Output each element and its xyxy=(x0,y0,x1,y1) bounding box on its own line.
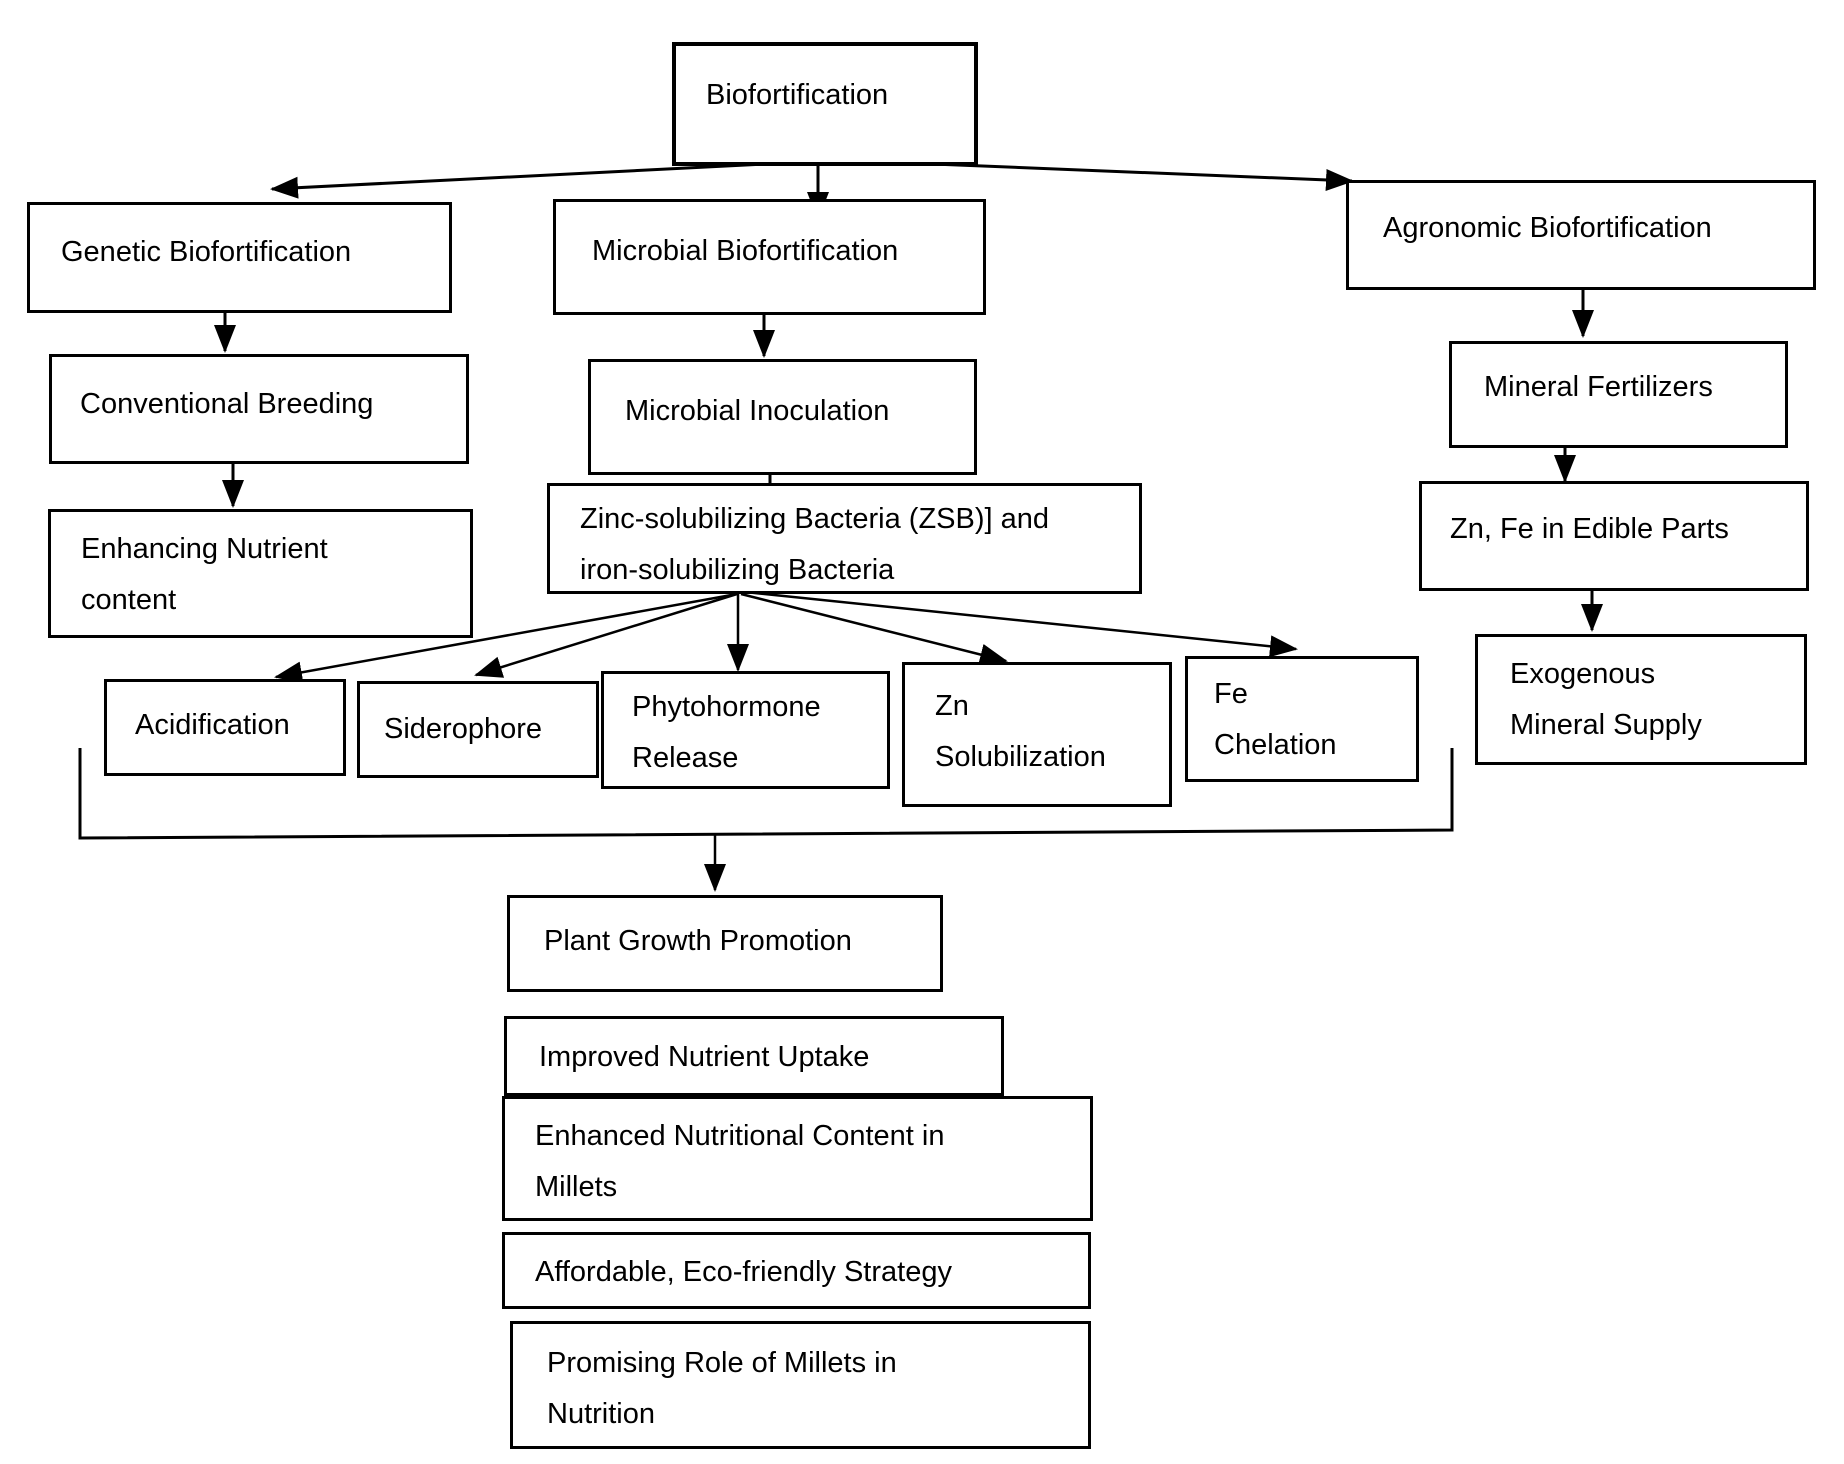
node-enhanced-nutritional-content: Enhanced Nutritional Content in Millets xyxy=(502,1096,1093,1221)
node-acidification: Acidification xyxy=(104,679,346,776)
node-siderophore-label: Siderophore xyxy=(384,713,542,745)
node-affordable-eco-friendly-label: Affordable, Eco-friendly Strategy xyxy=(535,1256,952,1288)
node-fe-chelation: Fe Chelation xyxy=(1185,656,1419,782)
node-genetic-biofortification-label: Genetic Biofortification xyxy=(61,236,352,268)
node-biofortification-label: Biofortification xyxy=(706,79,889,111)
node-zsb-bacteria: Zinc-solubilizing Bacteria (ZSB)] and ir… xyxy=(547,483,1142,594)
arrow-zsb-to-zn-solubilization xyxy=(740,592,1008,666)
node-microbial-biofortification-label: Microbial Biofortification xyxy=(592,235,899,267)
node-mineral-fertilizers: Mineral Fertilizers xyxy=(1449,341,1788,448)
node-enhanced-nutritional-content-label: Enhanced Nutritional Content in Millets xyxy=(535,1120,945,1203)
arrow-zsb-to-siderophore xyxy=(474,592,738,678)
node-microbial-biofortification: Microbial Biofortification xyxy=(553,199,986,315)
node-improved-nutrient-uptake: Improved Nutrient Uptake xyxy=(504,1016,1004,1096)
node-exogenous-mineral-supply: Exogenous Mineral Supply xyxy=(1475,634,1807,765)
node-agronomic-biofortification-label: Agronomic Biofortification xyxy=(1383,212,1712,244)
node-promising-role-millets: Promising Role of Millets in Nutrition xyxy=(510,1321,1091,1449)
node-agronomic-biofortification: Agronomic Biofortification xyxy=(1346,180,1816,290)
node-acidification-label: Acidification xyxy=(135,709,290,741)
node-genetic-biofortification: Genetic Biofortification xyxy=(27,202,452,313)
node-phytohormone-release: Phytohormone Release xyxy=(601,671,890,789)
node-improved-nutrient-uptake-label: Improved Nutrient Uptake xyxy=(539,1041,870,1073)
node-zn-fe-edible-parts-label: Zn, Fe in Edible Parts xyxy=(1450,513,1729,545)
node-conventional-breeding-label: Conventional Breeding xyxy=(80,388,374,420)
node-microbial-inoculation: Microbial Inoculation xyxy=(588,359,977,475)
node-zsb-bacteria-label: Zinc-solubilizing Bacteria (ZSB)] and ir… xyxy=(580,503,1050,586)
node-phytohormone-release-label: Phytohormone Release xyxy=(632,691,821,774)
node-plant-growth-promotion: Plant Growth Promotion xyxy=(507,895,943,992)
node-zn-fe-edible-parts: Zn, Fe in Edible Parts xyxy=(1419,481,1809,591)
node-enhancing-nutrient-content-label: Enhancing Nutrient content xyxy=(81,533,328,616)
node-mineral-fertilizers-label: Mineral Fertilizers xyxy=(1484,371,1713,403)
node-siderophore: Siderophore xyxy=(357,681,599,778)
arrow-biofortification-to-genetic xyxy=(270,160,807,199)
node-enhancing-nutrient-content: Enhancing Nutrient content xyxy=(48,509,473,638)
node-conventional-breeding: Conventional Breeding xyxy=(49,354,469,464)
node-zn-solubilization-label: Zn Solubilization xyxy=(935,690,1106,773)
node-promising-role-millets-label: Promising Role of Millets in Nutrition xyxy=(547,1347,897,1430)
node-plant-growth-promotion-label: Plant Growth Promotion xyxy=(544,925,852,957)
node-fe-chelation-label: Fe Chelation xyxy=(1214,678,1337,761)
node-exogenous-mineral-supply-label: Exogenous Mineral Supply xyxy=(1510,658,1702,741)
node-affordable-eco-friendly: Affordable, Eco-friendly Strategy xyxy=(502,1232,1091,1309)
node-biofortification: Biofortification xyxy=(672,42,978,166)
node-zn-solubilization: Zn Solubilization xyxy=(902,662,1172,807)
arrow-zsb-to-fe-chelation xyxy=(744,590,1298,658)
node-microbial-inoculation-label: Microbial Inoculation xyxy=(625,395,890,427)
